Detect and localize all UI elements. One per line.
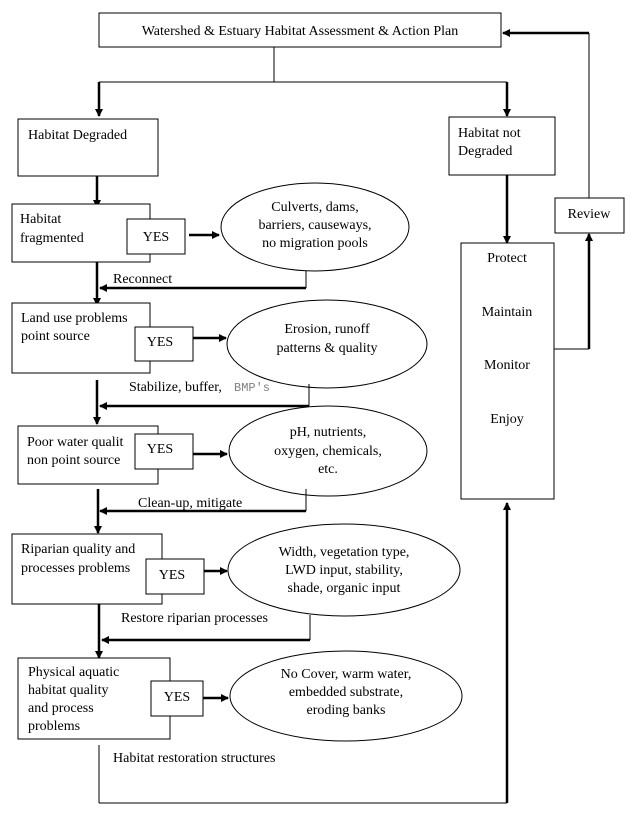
step-4-problem-node: Riparian quality and processes problems	[11, 533, 163, 605]
step-1-causes-node: Culverts, dams, barriers, causeways, no …	[220, 182, 410, 272]
step-4-return-connector	[101, 615, 311, 644]
habitat-not-degraded-line-1: Habitat not	[458, 126, 521, 141]
step-5-causes-line-3: eroding banks	[307, 703, 386, 718]
outcome-monitor: Monitor	[484, 358, 530, 373]
step-3-causes-line-2: oxygen, chemicals,	[274, 444, 382, 459]
habitat-not-degraded-line-2: Degraded	[458, 144, 512, 159]
step-1-return-connector	[99, 271, 307, 292]
step-3-causes-node: pH, nutrients, oxygen, chemicals, etc.	[228, 405, 428, 497]
outcome-protect: Protect	[487, 251, 527, 266]
step-5-problem-line-2: habitat quality	[28, 683, 108, 698]
step-1-yes-label: YES	[143, 230, 169, 245]
step-4-yes-label: YES	[159, 568, 185, 583]
step-3-yes-node: YES	[134, 433, 194, 470]
step-4-yes-node: YES	[145, 558, 205, 595]
step-3-yes-label: YES	[147, 442, 173, 457]
step-5-problem-node: Physical aquatic habitat quality and pro…	[17, 657, 171, 740]
step-4-causes-line-3: shade, organic input	[288, 581, 401, 596]
review-to-title-connector	[502, 29, 590, 198]
review-label: Review	[568, 207, 612, 222]
step-2-yes-node: YES	[134, 326, 194, 362]
step-2-problem-line-2: point source	[21, 329, 90, 344]
habitat-degraded-node: Habitat Degraded	[17, 118, 159, 177]
outcome-enjoy: Enjoy	[490, 412, 523, 427]
step-5-causes-line-1: No Cover, warm water,	[281, 667, 412, 682]
step-1-causes-line-2: barriers, causeways,	[258, 218, 371, 233]
step-5-causes-node: No Cover, warm water, embedded substrate…	[229, 650, 463, 742]
outcomes-node: Protect Maintain Monitor Enjoy	[460, 242, 555, 500]
step-2-yes-label: YES	[147, 335, 173, 350]
step-2-causes-node: Erosion, runoff patterns & quality	[226, 299, 428, 389]
step-3-problem-line-2: non point source	[27, 453, 120, 468]
step-3-causes-line-1: pH, nutrients,	[290, 425, 367, 440]
step-1-problem-line-2: fragmented	[20, 231, 84, 246]
step-4-problem-line-2: processes problems	[21, 561, 130, 576]
title-node: Watershed & Estuary Habitat Assessment &…	[98, 12, 502, 48]
step-1-problem-line-1: Habitat	[20, 212, 61, 227]
step-5-problem-line-4: problems	[28, 719, 80, 734]
step-2-return-connector	[99, 384, 310, 410]
step-1-causes-line-1: Culverts, dams,	[271, 200, 359, 215]
review-node: Review	[554, 197, 625, 234]
step-5-causes-line-2: embedded substrate,	[289, 685, 403, 700]
step-3-return-connector	[99, 489, 307, 515]
step-5-yes-label: YES	[164, 690, 190, 705]
step-5-yes-node: YES	[150, 680, 204, 717]
step-3-problem-line-1: Poor water qualit	[27, 435, 124, 450]
restoration-loop-connector	[98, 502, 511, 804]
outcomes-to-review-connector	[554, 233, 593, 350]
step-5-action-label: Habitat restoration structures	[113, 751, 276, 766]
step-2-causes-line-1: Erosion, runoff	[284, 322, 370, 337]
title-text: Watershed & Estuary Habitat Assessment &…	[142, 24, 459, 39]
step-2-causes-line-2: patterns & quality	[276, 341, 377, 356]
step-4-problem-line-1: Riparian quality and	[21, 542, 135, 557]
step-4-action-label: Restore riparian processes	[121, 611, 268, 626]
step-3-action-label: Clean-up, mitigate	[138, 496, 242, 511]
step-1-action-label: Reconnect	[113, 272, 172, 287]
step-4-causes-node: Width, vegetation type, LWD input, stabi…	[227, 523, 461, 617]
title-split-connector	[95, 47, 511, 117]
step-5-problem-line-3: and process	[28, 701, 94, 716]
step-4-causes-line-2: LWD input, stability,	[285, 563, 403, 578]
step-3-causes-line-3: etc.	[318, 462, 338, 477]
step-2-action-extra: BMP's	[234, 381, 270, 395]
outcome-maintain: Maintain	[482, 305, 533, 320]
step-2-problem-node: Land use problems point source	[11, 302, 151, 374]
step-2-action-label: Stabilize, buffer,	[129, 380, 222, 395]
habitat-not-degraded-node: Habitat not Degraded	[448, 116, 556, 176]
habitat-degraded-label: Habitat Degraded	[28, 128, 127, 143]
step-1-causes-line-3: no migration pools	[262, 236, 368, 251]
step-1-yes-node: YES	[126, 218, 186, 255]
step-5-problem-line-1: Physical aquatic	[28, 665, 119, 680]
step-4-causes-line-1: Width, vegetation type,	[279, 545, 410, 560]
step-2-problem-line-1: Land use problems	[21, 311, 128, 326]
